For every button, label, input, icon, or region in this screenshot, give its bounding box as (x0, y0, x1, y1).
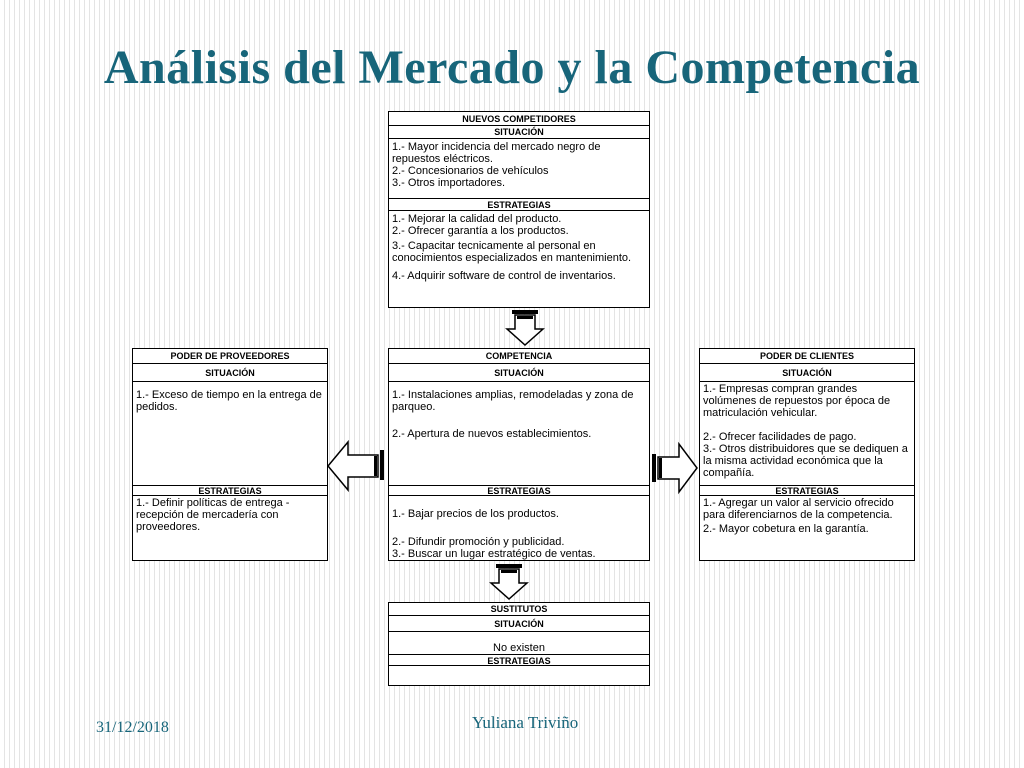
sustitutos-box: SUSTITUTOS SITUACIÓN No existen ESTRATEG… (388, 602, 650, 686)
poder-proveedores-title: PODER DE PROVEEDORES (133, 349, 327, 364)
list-item: 2.- Ofrecer garantía a los productos. (392, 225, 569, 237)
list-item: 4.- Adquirir software de control de inve… (392, 270, 616, 282)
poder-clientes-situacion: 1.- Empresas compran grandes volúmenes d… (700, 383, 914, 479)
competencia-situacion: 1.- Instalaciones amplias, remodeladas y… (389, 389, 649, 440)
arrow-right-icon (652, 441, 698, 495)
competencia-situacion-header: SITUACIÓN (389, 364, 649, 382)
list-item: 1.- Empresas compran grandes volúmenes d… (703, 383, 891, 419)
poder-proveedores-box: PODER DE PROVEEDORES SITUACIÓN 1.- Exces… (132, 348, 328, 561)
poder-clientes-situacion-header: SITUACIÓN (700, 364, 914, 382)
arrow-left-icon (327, 439, 384, 493)
footer-date: 31/12/2018 (96, 719, 169, 736)
footer-author: Yuliana Triviño (472, 713, 579, 732)
nuevos-competidores-estrategias-header: ESTRATEGIAS (389, 198, 649, 211)
list-item: 3.- Otros importadores. (392, 177, 506, 189)
slide-title: Análisis del Mercado y la Competencia (103, 41, 921, 94)
poder-clientes-estrategias: 1.- Agregar un valor al servicio ofrecid… (700, 497, 914, 535)
list-item: 3.- Buscar un lugar estratégico de venta… (392, 548, 596, 560)
list-item: 1.- Bajar precios de los productos. (392, 508, 559, 520)
poder-proveedores-estrategias-header: ESTRATEGIAS (133, 485, 327, 496)
sustitutos-situacion-header: SITUACIÓN (389, 616, 649, 632)
list-item: 1.- Instalaciones amplias, remodeladas y… (392, 389, 634, 413)
sustitutos-situacion: No existen (389, 642, 649, 654)
poder-clientes-title: PODER DE CLIENTES (700, 349, 914, 364)
poder-clientes-estrategias-header: ESTRATEGIAS (700, 485, 914, 496)
arrow-down-icon (489, 564, 529, 601)
competencia-estrategias-header: ESTRATEGIAS (389, 485, 649, 496)
poder-proveedores-situacion: 1.- Exceso de tiempo en la entrega de pe… (133, 389, 327, 413)
list-item: 2.- Difundir promoción y publicidad. (392, 536, 565, 548)
nuevos-competidores-box: NUEVOS COMPETIDORES SITUACIÓN 1.- Mayor … (388, 111, 650, 308)
sustitutos-title: SUSTITUTOS (389, 603, 649, 616)
nuevos-competidores-estrategias: 1.- Mejorar la calidad del producto. 2.-… (389, 213, 649, 282)
sustitutos-estrategias-header: ESTRATEGIAS (389, 654, 649, 666)
nuevos-competidores-situacion-header: SITUACIÓN (389, 126, 649, 139)
list-item: 1.- Mejorar la calidad del producto. (392, 213, 562, 225)
nuevos-competidores-title: NUEVOS COMPETIDORES (389, 112, 649, 126)
poder-clientes-box: PODER DE CLIENTES SITUACIÓN 1.- Empresas… (699, 348, 915, 561)
list-item: No existen (493, 642, 545, 654)
list-item: 1.- Mayor incidencia del mercado negro d… (392, 141, 601, 165)
competencia-box: COMPETENCIA SITUACIÓN 1.- Instalaciones … (388, 348, 650, 561)
list-item: 1.- Definir políticas de entrega - recep… (136, 497, 290, 533)
arrow-down-icon (505, 310, 545, 347)
list-item: 3.- Otros distribuidores que se dediquen… (703, 443, 908, 479)
list-item: 2.- Apertura de nuevos establecimientos. (392, 428, 592, 440)
poder-proveedores-estrategias: 1.- Definir políticas de entrega - recep… (133, 497, 327, 533)
nuevos-competidores-situacion: 1.- Mayor incidencia del mercado negro d… (389, 141, 649, 189)
list-item: 2.- Mayor cobetura en la garantía. (703, 523, 869, 535)
poder-proveedores-situacion-header: SITUACIÓN (133, 364, 327, 382)
list-item: 1.- Agregar un valor al servicio ofrecid… (703, 497, 894, 521)
list-item: 2.- Ofrecer facilidades de pago. (703, 431, 857, 443)
list-item: 2.- Concesionarios de vehículos (392, 165, 549, 177)
list-item: 1.- Exceso de tiempo en la entrega de pe… (136, 389, 322, 413)
list-item: 3.- Capacitar tecnicamente al personal e… (392, 240, 632, 264)
competencia-estrategias: 1.- Bajar precios de los productos. 2.- … (389, 508, 649, 560)
competencia-title: COMPETENCIA (389, 349, 649, 364)
